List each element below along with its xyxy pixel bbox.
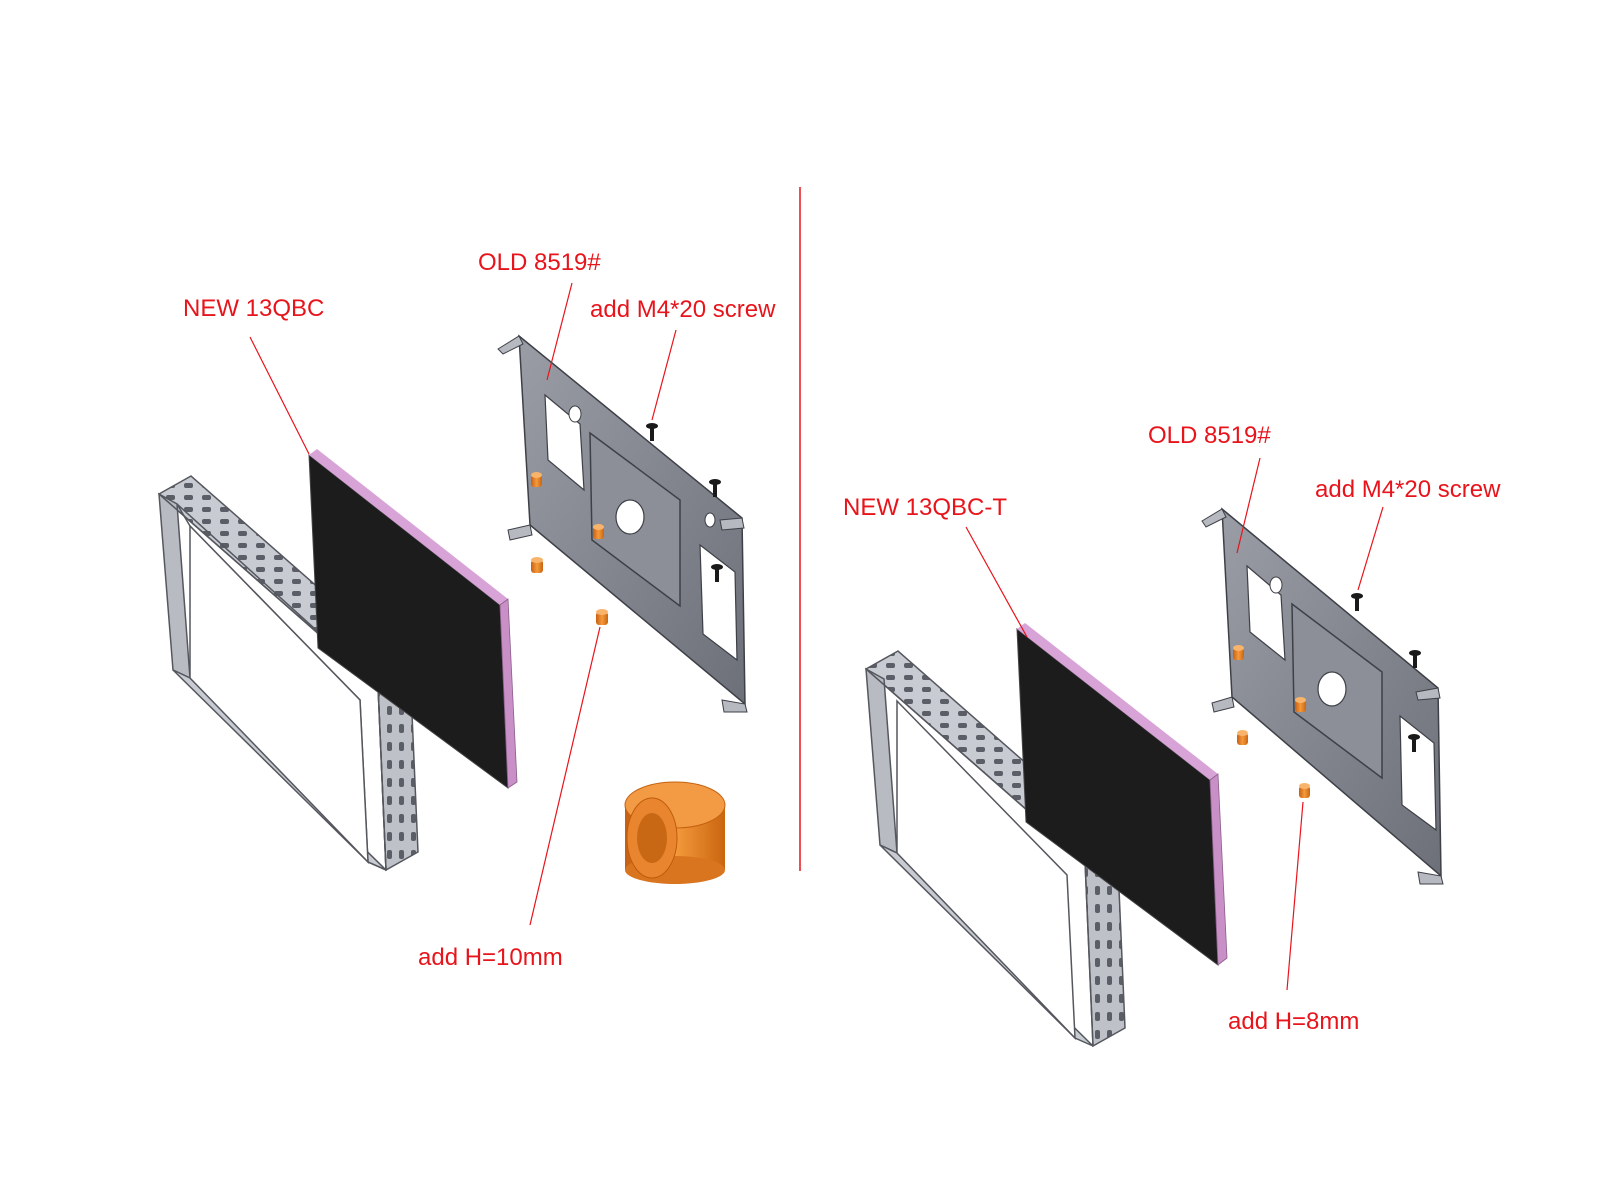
left-assembly [157,282,748,926]
right-display-panel [1016,623,1228,967]
label-right-spacer: add H=8mm [1228,1008,1360,1035]
screw-icon [1409,650,1421,668]
spacer-icon [531,557,543,573]
spacer-icon [1295,697,1306,712]
screw-icon [1408,734,1420,752]
spacer-icon [596,609,608,625]
label-right-screw: add M4*20 screw [1315,476,1501,503]
left-screws [646,423,723,582]
left-small-spacers [531,472,608,625]
right-small-spacers [1233,645,1310,798]
left-display-panel [308,449,518,790]
label-left-spacer: add H=10mm [418,944,563,971]
screw-icon [1351,593,1363,611]
right-mounting-bracket [1201,507,1444,885]
left-large-spacer [624,781,726,884]
spacer-icon [1299,783,1310,798]
right-screws [1351,593,1421,752]
spacer-icon [1237,730,1248,745]
left-mounting-bracket [497,334,748,713]
label-left-old-bracket: OLD 8519# [478,249,601,276]
spacer-icon [1233,645,1244,660]
screw-icon [711,564,723,582]
screw-icon [646,423,658,441]
right-leader-lines [965,457,1384,991]
spacer-icon [531,472,542,487]
left-leader-lines [249,282,677,926]
right-assembly [864,457,1444,1048]
label-right-new-panel: NEW 13QBC-T [843,494,1008,521]
spacer-icon [593,524,604,539]
label-right-old-bracket: OLD 8519# [1148,422,1271,449]
screw-icon [709,479,721,497]
label-left-screw: add M4*20 screw [590,296,776,323]
label-left-new-panel: NEW 13QBC [183,295,325,322]
